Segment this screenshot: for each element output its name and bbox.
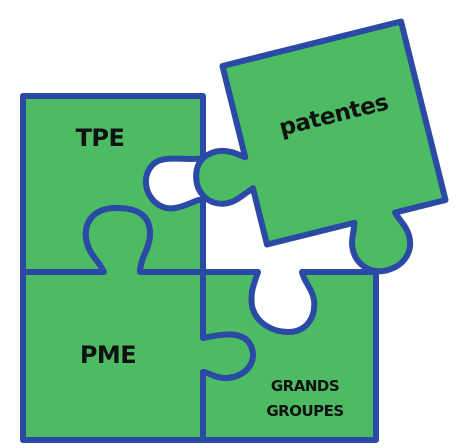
puzzle-piece-patentes-shape: [193, 18, 449, 275]
puzzle-piece-grands-groupes: GRANDS GROUPES: [200, 269, 379, 443]
puzzle-piece-grands-groupes-shape: [200, 269, 379, 443]
pme-label: PME: [80, 341, 136, 369]
tpe-label: TPE: [76, 124, 125, 152]
puzzle-piece-patentes: patentes: [193, 18, 449, 275]
grands-groupes-label-line1: GRANDS: [271, 377, 339, 395]
grands-groupes-label-line2: GROUPES: [266, 402, 343, 420]
